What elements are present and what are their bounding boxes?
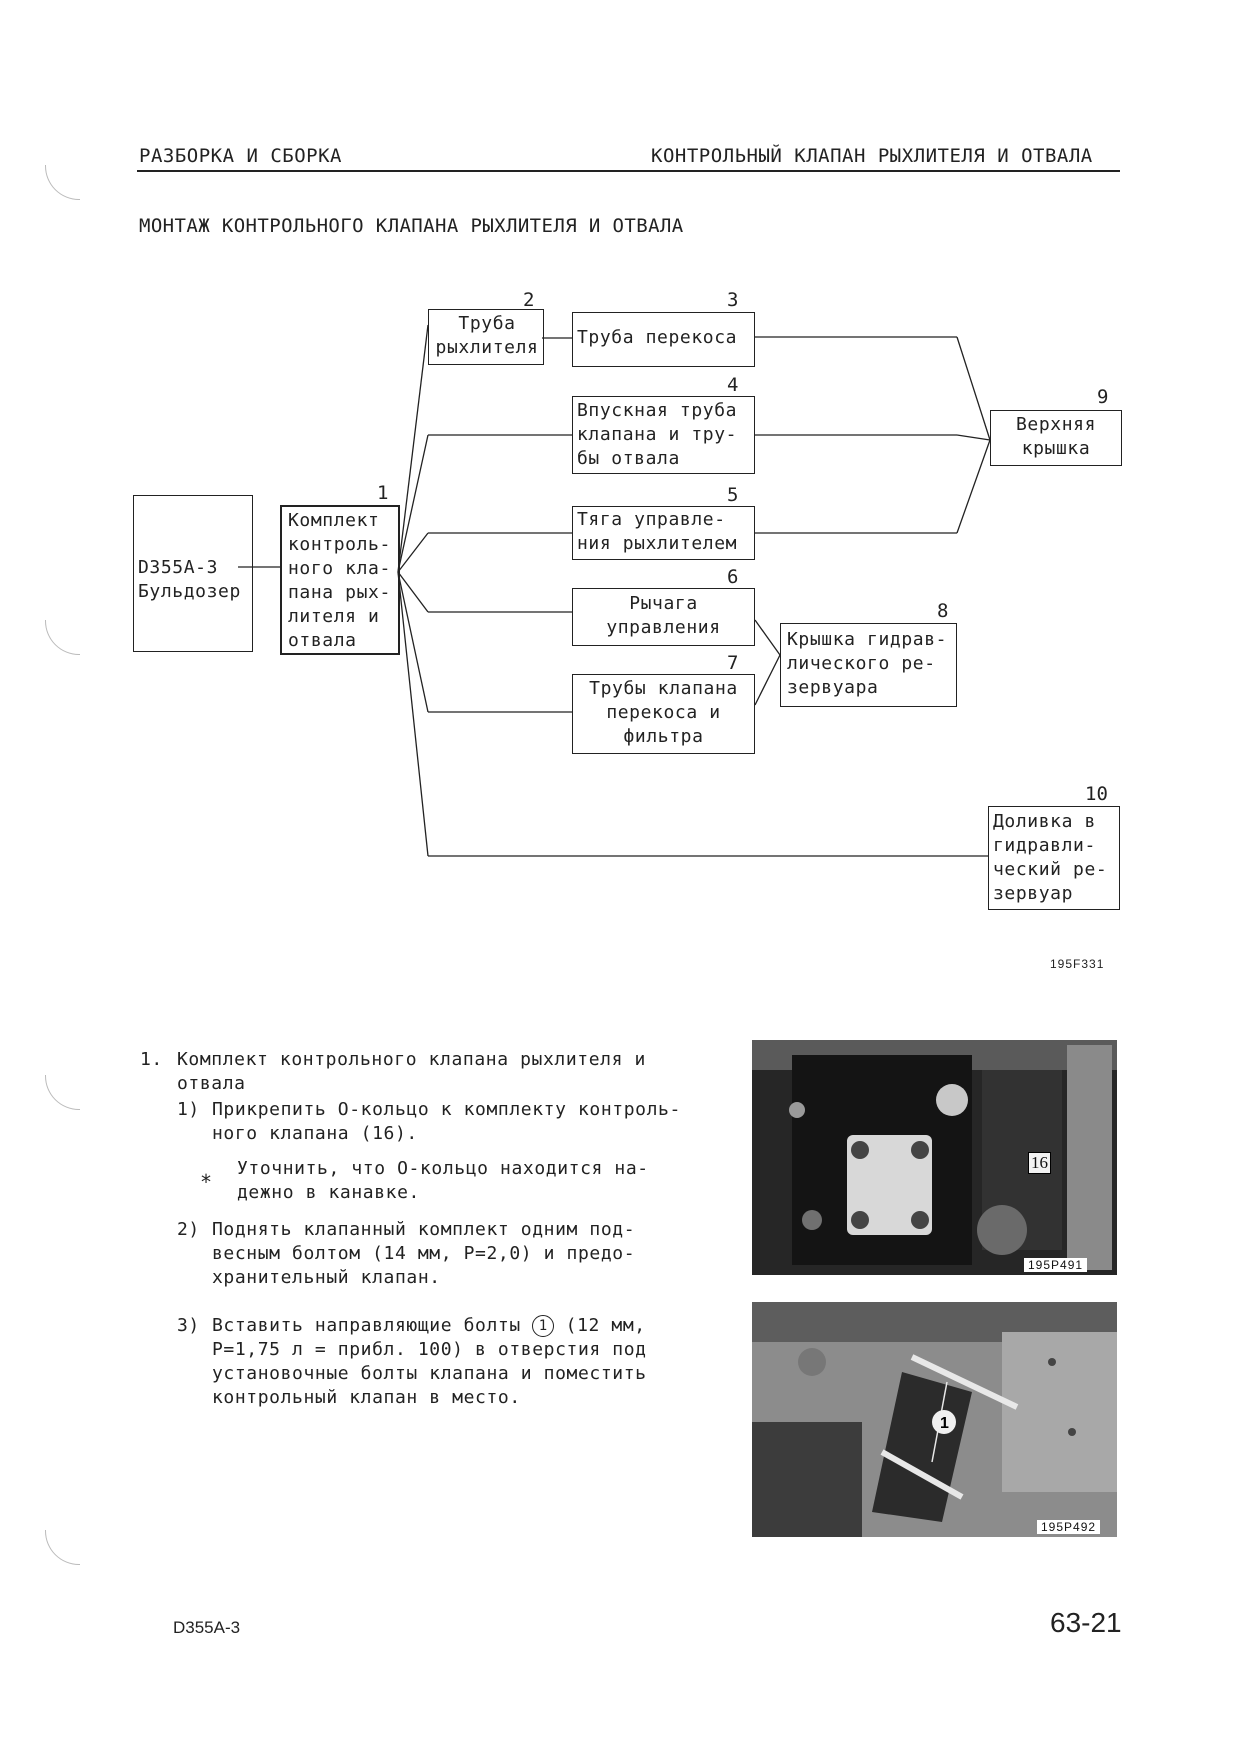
node-number: 4 xyxy=(727,374,739,396)
step-2-text: Поднять клапанный комплект одним под- ве… xyxy=(212,1219,636,1288)
step-3-text-b: (12 мм, xyxy=(554,1315,646,1336)
node-10-box: Доливка в гидравли- ческий ре- зервуар xyxy=(988,806,1120,910)
node-7-box: Трубы клапана перекоса и фильтра xyxy=(572,674,755,754)
figure-code: 195F331 xyxy=(1050,957,1105,971)
binder-hole-mark xyxy=(45,1530,80,1565)
photo-part-label: 1 xyxy=(940,1415,949,1432)
binder-hole-mark xyxy=(45,1075,80,1110)
node-4-box: Впускная труба клапана и тру- бы отвала xyxy=(572,396,755,474)
node-number: 3 xyxy=(727,289,739,311)
header-right: КОНТРОЛЬНЫЙ КЛАПАН РЫХЛИТЕЛЯ И ОТВАЛА xyxy=(651,145,1093,167)
node-5-box: Тяга управле- ния рыхлителем xyxy=(572,506,755,560)
node-number: 5 xyxy=(727,484,739,506)
page-number: 63-21 xyxy=(1050,1607,1122,1638)
node-number: 6 xyxy=(727,566,739,588)
note-mark: * xyxy=(200,1170,213,1194)
node-1-box: Комплект контроль- ного кла- пана рых- л… xyxy=(280,505,400,655)
step-number: 3) xyxy=(177,1315,200,1336)
photo-code: 195P492 xyxy=(1037,1520,1101,1534)
photo-part-label: 16 xyxy=(1028,1152,1051,1174)
node-number: 9 xyxy=(1097,386,1109,408)
photo-code: 195P491 xyxy=(1024,1258,1088,1272)
part-number-circle: 1 xyxy=(532,1315,555,1337)
step-number: 1) xyxy=(177,1099,200,1120)
step-3-line-1: Вставить направляющие болты 1 (12 мм, xyxy=(212,1314,646,1338)
node-6-box: Рычага управления xyxy=(572,588,755,646)
header-left: РАЗБОРКА И СБОРКА xyxy=(139,145,342,167)
node-number: 10 xyxy=(1085,783,1108,805)
step-3-text-a: Вставить направляющие болты xyxy=(212,1315,533,1336)
node-2-box: Труба рыхлителя xyxy=(428,309,544,365)
node-number: 7 xyxy=(727,652,739,674)
root-box: D355A-3 Бульдозер xyxy=(133,495,253,652)
step-1-text: Прикрепить О-кольцо к комплекту контроль… xyxy=(212,1099,681,1144)
footer-model: D355A-3 xyxy=(173,1618,241,1637)
section-title: МОНТАЖ КОНТРОЛЬНОГО КЛАПАНА РЫХЛИТЕЛЯ И … xyxy=(139,215,684,237)
node-number: 8 xyxy=(937,600,949,622)
step-number: 2) xyxy=(177,1219,200,1240)
node-9-box: Верхняя крышка xyxy=(990,410,1122,466)
photo-2-illustration: 1 xyxy=(752,1302,1117,1537)
photo-valve-assembly: 16 195P491 xyxy=(752,1040,1117,1275)
header-rule xyxy=(137,170,1120,172)
step-3-text-c: Р=1,75 л = прибл. 100) в отверстия под у… xyxy=(212,1339,647,1408)
item-number: 1. xyxy=(140,1049,163,1070)
node-3-box: Труба перекоса xyxy=(572,312,755,367)
node-number: 1 xyxy=(377,482,389,504)
photo-guide-bolts: 1 195P492 xyxy=(752,1302,1117,1537)
note-text: Уточнить, что О-кольцо находится на- деж… xyxy=(237,1158,649,1203)
diagram-connectors xyxy=(238,324,991,857)
photo-1-illustration xyxy=(752,1040,1117,1275)
node-number: 2 xyxy=(523,289,535,311)
node-8-box: Крышка гидрав- лического ре- зервуара xyxy=(780,623,957,707)
item-title: Комплект контрольного клапана рыхлителя … xyxy=(177,1049,646,1094)
